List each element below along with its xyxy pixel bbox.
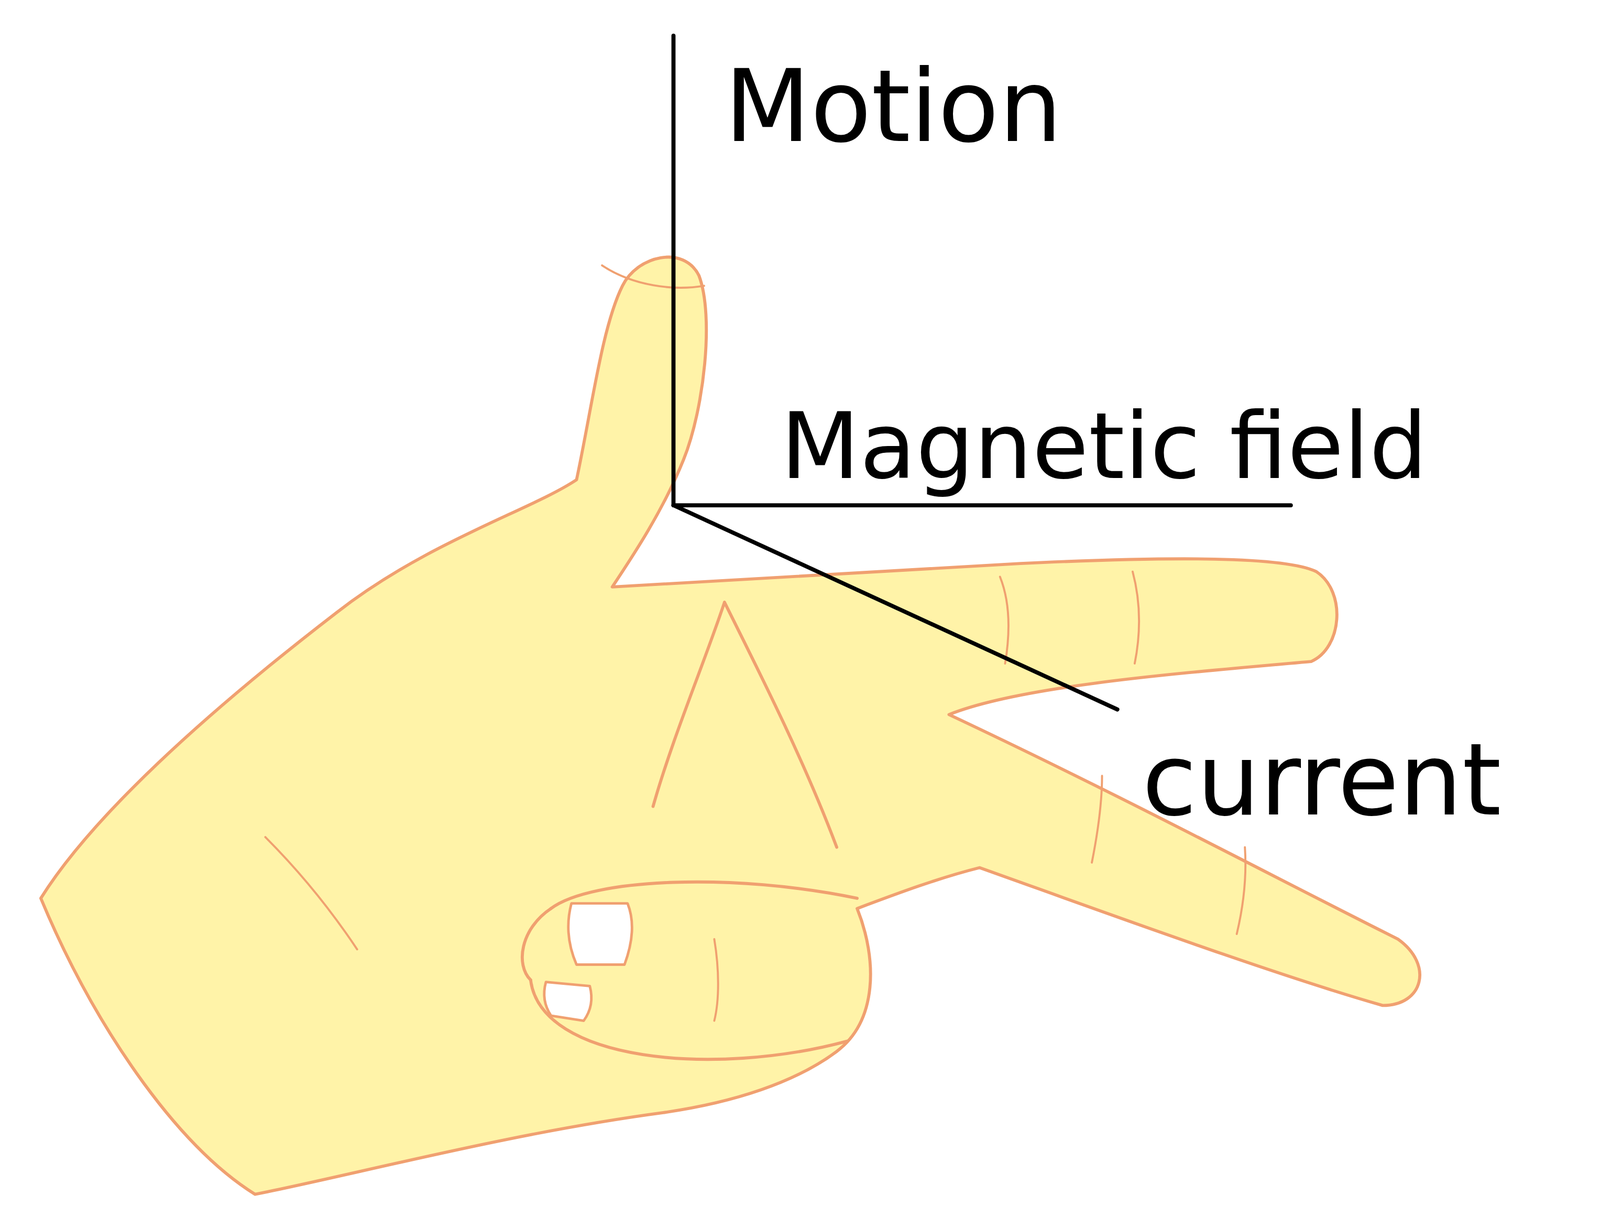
axis-label: Motion [724,49,1062,165]
axis-label: Magnetic field [780,393,1428,499]
fingernail [568,903,633,965]
axes [673,35,1291,709]
knuckle-crease [265,265,1246,1021]
finger-curl [522,907,552,980]
field-axis [673,502,1291,508]
current-axis [673,505,1117,710]
palm-crease [653,601,838,847]
finger-curl [530,979,848,1059]
fingernail [544,981,592,1021]
axis-label: current [1142,722,1501,838]
motion-axis [671,35,676,506]
